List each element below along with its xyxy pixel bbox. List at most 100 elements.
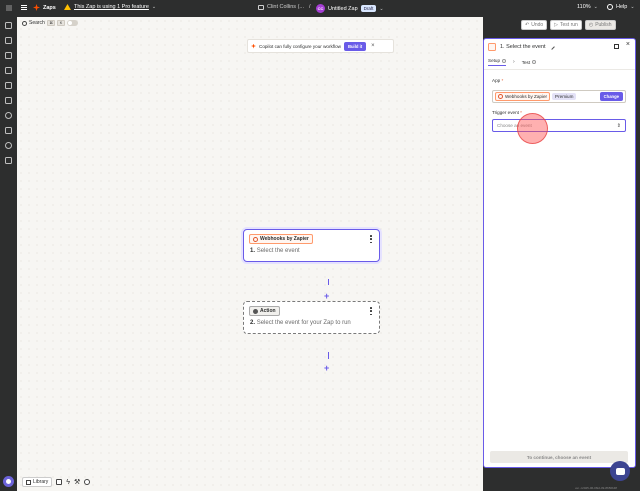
apps-icon[interactable]	[5, 127, 12, 134]
search-toggle[interactable]	[66, 20, 78, 26]
action-step-card[interactable]: Action 2. Select the event for your Zap …	[243, 301, 380, 334]
canvas-actions: ↶ Undo ▷ Test run ◴ Publish	[521, 20, 616, 30]
layout-icon[interactable]	[56, 479, 63, 485]
chatbots-icon[interactable]	[5, 82, 12, 89]
copilot-banner: Copilot can fully configure your workflo…	[247, 39, 394, 53]
menu-icon	[21, 5, 27, 10]
step-title-text: Select the event	[256, 248, 300, 254]
search-label: Search	[29, 20, 45, 26]
bolt-icon[interactable]: ϟ	[66, 478, 71, 486]
canvas-search[interactable]: Search ⌘ K	[22, 20, 78, 26]
menu-button[interactable]	[21, 5, 27, 10]
webhook-icon	[488, 42, 496, 51]
canvas-icon[interactable]	[5, 97, 12, 104]
click-indicator	[517, 113, 548, 144]
version-text: ver. c2025-06-06t2-09-8656b4ff	[575, 486, 617, 490]
status-badge: Draft	[360, 5, 377, 12]
build-it-button[interactable]: Build it	[343, 41, 367, 51]
divider	[484, 69, 635, 70]
dashboard-icon[interactable]	[5, 22, 12, 29]
library-label: Library	[33, 479, 49, 485]
add-step-icon[interactable]: +	[324, 291, 330, 301]
zoom-search-icon[interactable]	[84, 479, 91, 485]
zap-title-area[interactable]: CC Untitled Zap Draft ⌄	[316, 4, 384, 13]
change-app-button[interactable]: Change	[599, 92, 623, 101]
breadcrumb-separator: /	[309, 4, 311, 10]
chevron-down-icon: ⌄	[151, 4, 157, 10]
tab-setup[interactable]: Setup	[488, 58, 507, 66]
library-button[interactable]: Library	[22, 477, 53, 487]
chevron-right-icon: ›	[513, 59, 515, 65]
canvas-bottom-toolbar: Library ϟ ⚒	[22, 476, 91, 488]
publish-label: Publish	[595, 22, 612, 28]
test-run-label: Test run	[560, 22, 578, 28]
grid-icon	[6, 5, 12, 11]
copilot-sparkle-icon	[251, 43, 256, 49]
test-run-button[interactable]: ▷ Test run	[550, 20, 582, 30]
step-config-panel: 1. Select the event × Setup › Test App *…	[483, 38, 636, 468]
app-field-label: App *	[492, 78, 504, 83]
step-menu-button[interactable]	[370, 307, 372, 315]
edit-icon[interactable]	[548, 43, 555, 50]
action-app-chip: Action	[249, 306, 280, 316]
help-icon	[607, 4, 613, 10]
undo-icon: ↶	[525, 22, 530, 28]
test-run-icon: ▷	[554, 22, 559, 28]
step-menu-button[interactable]	[370, 235, 372, 243]
tab-test[interactable]: Test	[522, 60, 537, 65]
add-step-icon[interactable]: +	[324, 363, 330, 373]
copilot-icon	[6, 479, 11, 484]
zaps-home-link[interactable]: Zaps	[33, 4, 56, 11]
copilot-button[interactable]	[3, 476, 14, 487]
left-sidebar	[0, 17, 17, 491]
close-icon[interactable]: ×	[625, 41, 630, 48]
chevron-down-icon: ⌄	[593, 4, 598, 10]
undo-label: Undo	[531, 22, 544, 28]
templates-icon[interactable]	[5, 157, 12, 164]
pro-warning-text: This Zap is using 1 Pro feature	[74, 4, 149, 10]
search-icon	[22, 20, 27, 26]
trigger-event-label: Trigger event *	[492, 110, 522, 115]
folder-selector[interactable]: Clint Collins (...	[258, 4, 304, 10]
label-text: Trigger event	[492, 110, 519, 115]
avatar: CC	[316, 4, 325, 13]
app-name: Zaps	[43, 4, 56, 11]
chevron-down-icon: ⌄	[379, 5, 384, 12]
panel-header: 1. Select the event ×	[484, 39, 635, 54]
zaps-icon[interactable]	[5, 37, 12, 44]
settings-icon[interactable]	[5, 142, 12, 149]
trigger-app-chip: Webhooks by Zapier	[249, 234, 313, 244]
zoom-selector[interactable]: 110% ⌄	[577, 4, 598, 10]
tables-icon[interactable]	[5, 52, 12, 59]
undo-button[interactable]: ↶ Undo	[521, 20, 548, 30]
folder-icon	[258, 4, 264, 10]
help-menu[interactable]: Help ⌄	[607, 4, 635, 10]
warning-icon	[64, 4, 71, 10]
select-placeholder: Choose an event	[497, 123, 532, 128]
publish-icon: ◴	[588, 22, 594, 28]
label-text: App	[492, 78, 501, 83]
top-bar: Zaps This Zap is using 1 Pro feature ⌄ C…	[0, 0, 640, 17]
close-icon[interactable]: ×	[371, 43, 375, 49]
publish-button[interactable]: ◴ Publish	[584, 20, 616, 30]
interfaces-icon[interactable]	[5, 67, 12, 74]
webhook-icon	[253, 236, 258, 242]
trigger-event-select[interactable]: Choose an event ⇕	[492, 119, 626, 132]
trigger-step-card[interactable]: Webhooks by Zapier 1. Select the event	[243, 229, 380, 262]
chat-support-button[interactable]	[610, 461, 630, 481]
tools-icon[interactable]: ⚒	[74, 479, 81, 486]
zapier-logo-icon	[33, 4, 40, 11]
shortcut-key: K	[57, 20, 65, 26]
apps-menu-button[interactable]	[6, 5, 12, 11]
continue-button[interactable]: To continue, choose an event	[490, 451, 628, 463]
expand-icon[interactable]	[614, 44, 619, 49]
zoom-level: 110%	[577, 4, 591, 10]
action-app-name: Action	[260, 308, 276, 314]
connector-line	[328, 352, 329, 359]
folder-name: Clint Collins (...	[267, 4, 304, 10]
status-icon	[532, 60, 537, 64]
panel-title: 1. Select the event	[500, 43, 546, 50]
premium-badge: Premium	[552, 93, 577, 100]
pro-feature-warning[interactable]: This Zap is using 1 Pro feature ⌄	[64, 4, 156, 10]
history-icon[interactable]	[5, 112, 12, 119]
